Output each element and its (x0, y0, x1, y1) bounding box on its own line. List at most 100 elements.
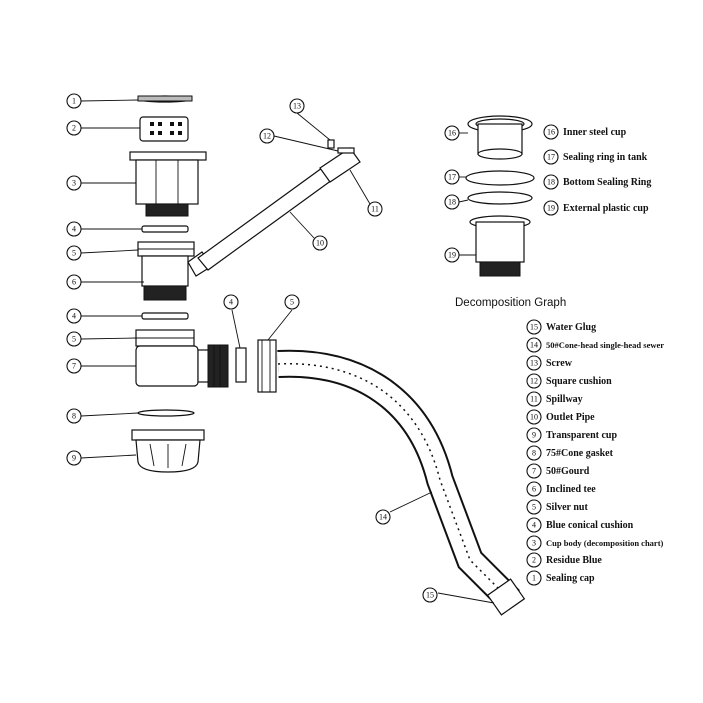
svg-text:Inner steel cup: Inner steel cup (563, 127, 627, 138)
callout-17: 17 (444, 169, 460, 185)
callout-15: 15 (422, 587, 438, 603)
callout-5b: 5 (66, 331, 82, 347)
callout-6: 6 (66, 274, 82, 290)
part-bottom-sealing-ring (467, 191, 533, 205)
svg-text:18: 18 (448, 198, 456, 207)
svg-text:Outlet Pipe: Outlet Pipe (546, 412, 595, 423)
part-silver-nut (137, 241, 195, 257)
svg-text:2: 2 (72, 124, 76, 133)
legend-item-14: 14 50#Cone-head single-head sewer (526, 337, 664, 353)
part-sealing-cap (137, 95, 193, 103)
part-inclined-tee (141, 251, 213, 301)
svg-text:Blue conical cushion: Blue conical cushion (546, 520, 634, 531)
legend-item-6: 6 Inclined tee (526, 481, 596, 497)
svg-text:19: 19 (448, 251, 456, 260)
callout-5: 5 (66, 245, 82, 261)
part-sealing-ring-in-tank (465, 170, 535, 186)
svg-text:Inclined tee: Inclined tee (546, 484, 596, 495)
callout-14: 14 (375, 509, 391, 525)
callout-11: 11 (367, 201, 383, 217)
svg-text:16: 16 (547, 128, 555, 137)
callout-19: 19 (444, 247, 460, 263)
svg-text:50#Gourd: 50#Gourd (546, 466, 590, 477)
callout-4: 4 (66, 221, 82, 237)
legend-item-9: 9 Transparent cup (526, 427, 617, 443)
svg-text:Residue Blue: Residue Blue (546, 555, 602, 566)
legend-top: 16 Inner steel cup 17 Sealing ring in tank… (543, 124, 651, 216)
svg-text:5: 5 (72, 249, 76, 258)
svg-text:Screw: Screw (546, 358, 573, 369)
part-gourd (135, 344, 229, 388)
callout-8: 8 (66, 408, 82, 424)
part-cup-body (129, 151, 207, 217)
legend-top-16: 16 Inner steel cup (543, 124, 627, 140)
svg-text:1: 1 (532, 574, 536, 583)
part-blue-conical-cushion-2 (141, 312, 189, 320)
svg-text:5: 5 (290, 298, 294, 307)
svg-text:11: 11 (371, 205, 379, 214)
svg-text:14: 14 (379, 513, 387, 522)
svg-text:Water Glug: Water Glug (546, 322, 596, 333)
svg-text:6: 6 (72, 278, 76, 287)
svg-text:External plastic cup: External plastic cup (563, 203, 649, 214)
svg-text:Sealing ring in tank: Sealing ring in tank (563, 152, 648, 163)
svg-text:14: 14 (530, 341, 538, 350)
svg-text:15: 15 (530, 323, 538, 332)
callout-7: 7 (66, 358, 82, 374)
callout-10: 10 (312, 235, 328, 251)
legend-top-19: 19 External plastic cup (543, 200, 649, 216)
part-residue-basket (139, 116, 189, 142)
svg-text:17: 17 (547, 153, 555, 162)
part-inner-steel-cup (467, 115, 533, 160)
legend-item-2: 2 Residue Blue (526, 552, 602, 568)
callout-16: 16 (444, 125, 460, 141)
corrugated-sewer-hose (277, 349, 526, 616)
svg-text:Square cushion: Square cushion (546, 376, 612, 387)
svg-text:16: 16 (448, 129, 456, 138)
legend-main: 15 Water Glug 14 50#Cone-head single-head … (526, 319, 664, 586)
svg-text:11: 11 (530, 395, 538, 404)
callout-1: 1 (66, 93, 82, 109)
svg-text:Silver nut: Silver nut (546, 502, 588, 513)
callout-2: 2 (66, 120, 82, 136)
svg-text:7: 7 (72, 362, 76, 371)
svg-text:8: 8 (532, 449, 536, 458)
svg-text:4: 4 (229, 298, 233, 307)
svg-text:13: 13 (530, 359, 538, 368)
callout-18: 18 (444, 194, 460, 210)
svg-text:9: 9 (532, 431, 536, 440)
svg-text:8: 8 (72, 412, 76, 421)
svg-text:Cup body (decomposition chart): Cup body (decomposition chart) (546, 538, 664, 548)
hose-connector-parts (235, 339, 277, 393)
svg-text:12: 12 (263, 132, 271, 141)
svg-text:Bottom Sealing Ring: Bottom Sealing Ring (563, 177, 651, 188)
svg-text:10: 10 (316, 239, 324, 248)
callout-13: 13 (289, 98, 305, 114)
svg-text:1: 1 (72, 97, 76, 106)
svg-text:17: 17 (448, 173, 456, 182)
svg-text:9: 9 (72, 454, 76, 463)
svg-text:50#Cone-head single-head sewer: 50#Cone-head single-head sewer (546, 340, 664, 350)
svg-text:2: 2 (532, 556, 536, 565)
left-parts-stack (129, 95, 229, 473)
svg-text:15: 15 (426, 591, 434, 600)
part-blue-conical-cushion (141, 225, 189, 233)
svg-text:18: 18 (547, 178, 555, 187)
svg-text:6: 6 (532, 485, 536, 494)
svg-text:3: 3 (72, 179, 76, 188)
callout-9: 9 (66, 450, 82, 466)
svg-text:19: 19 (547, 204, 555, 213)
top-right-parts (465, 115, 535, 277)
outlet-pipe-assembly (197, 139, 361, 271)
callout-4b: 4 (66, 308, 82, 324)
part-external-plastic-cup (469, 215, 531, 277)
svg-text:Transparent cup: Transparent cup (546, 430, 617, 441)
callout-3: 3 (66, 175, 82, 191)
callout-4c: 4 (223, 294, 239, 310)
svg-text:75#Cone gasket: 75#Cone gasket (546, 448, 614, 459)
